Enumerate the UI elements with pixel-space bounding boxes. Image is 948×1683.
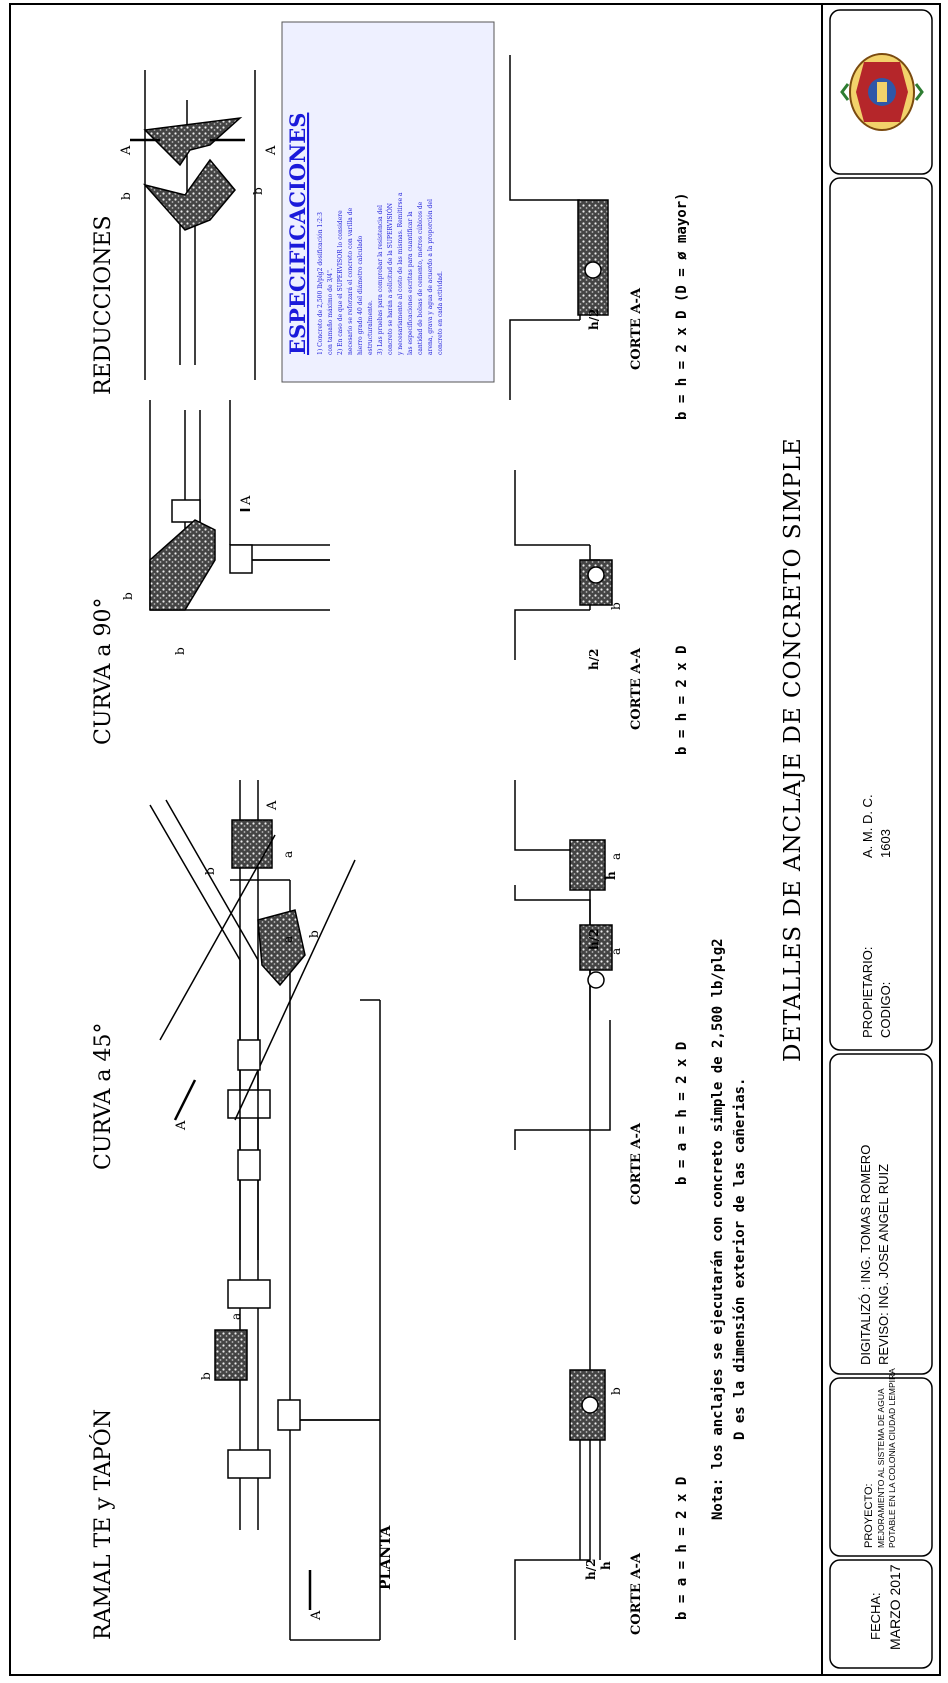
plan-ramal-dim-a-2: a xyxy=(281,851,295,858)
spec-line-2: con tamaño máximo de 3/4". xyxy=(327,268,334,355)
heading-ramal: RAMAL TE y TAPÓN xyxy=(89,1409,116,1640)
tb-box-propietario xyxy=(829,177,933,1051)
plan-c90-section-mark: A xyxy=(239,495,254,506)
plan-c45-dim-b: b xyxy=(307,930,321,938)
plan-red-anchor-left xyxy=(142,158,236,231)
spec-line-9: y necesariamente al costo de las mismas.… xyxy=(397,192,404,356)
spec-line-8: concreto se harán a solicitud de la SUPE… xyxy=(386,203,394,355)
digitalizo-text: DIGITALIZÓ : ING. TOMAS ROMERO xyxy=(858,1145,873,1365)
spec-line-3: 2) En caso de que el SUPERVISOR lo consi… xyxy=(337,210,344,355)
codigo-value: 1603 xyxy=(878,829,893,858)
section-ramal-dim-h: h xyxy=(599,1561,613,1570)
corte-label-reducciones: CORTE A-A xyxy=(629,287,644,370)
tb-box-digitalizo xyxy=(829,1053,933,1375)
fecha-value: MARZO 2017 xyxy=(887,1564,903,1650)
plan-ramal-anchor-te xyxy=(214,1329,248,1381)
note-line2: D es la dimensión exterior de las cañeri… xyxy=(732,1078,748,1440)
section-ramal-dim-h2: h/2 xyxy=(584,1559,598,1580)
spec-line-1: 1) Concreto de 2,500 lb/plg2 dosificació… xyxy=(317,212,324,355)
fecha-label: FECHA: xyxy=(868,1592,883,1640)
specifications-title: ESPECIFICACIONES xyxy=(285,113,310,355)
plan-c90-dim-b: b xyxy=(121,592,135,600)
section-c45-dim-h: h xyxy=(604,871,618,880)
note-line1: Nota: los anclajes se ejecutarán con con… xyxy=(710,938,726,1520)
corte-label-curva90: CORTE A-A xyxy=(629,647,644,730)
section-c90-dim-b: b xyxy=(609,602,623,610)
plan-curva-90 xyxy=(149,400,330,611)
reviso-text: REVISO: ING. JOSE ANGEL RUIZ xyxy=(876,1164,891,1365)
propietario-value: A. M. D. C. xyxy=(860,794,875,858)
title-block xyxy=(829,9,933,1669)
plan-ramal-dim-b: b xyxy=(199,1372,213,1380)
tb-box-proyecto xyxy=(829,1377,933,1557)
corte-label-curva45: CORTE A-A xyxy=(629,1122,644,1205)
section-red-dim-h2: h/2 xyxy=(587,309,601,330)
plan-red-dim-b: b xyxy=(119,192,133,200)
main-title: DETALLES DE ANCLAJE DE CONCRETO SIMPLE xyxy=(780,437,806,1062)
tb-box-fecha xyxy=(829,1559,933,1669)
proyecto-label: PROYECTO: xyxy=(863,1483,875,1548)
plan-reducciones xyxy=(130,70,256,380)
heading-curva90: CURVA a 90° xyxy=(91,597,116,745)
heading-planta: PLANTA xyxy=(378,1524,394,1590)
section-ramal xyxy=(514,780,606,1640)
plan-c90-anchor xyxy=(149,519,216,611)
section-red-anchor xyxy=(577,199,609,316)
spec-line-5: hierro grado 40 del diámetro calculado xyxy=(357,235,364,355)
outer-frame xyxy=(9,3,941,1676)
spec-line-10: las especificaciones escritas para cuant… xyxy=(407,211,414,355)
corte-label-ramal: CORTE A-A xyxy=(629,1552,644,1635)
plan-c45-section-mark: A xyxy=(174,1120,189,1131)
plan-c90-dim-b-2: b xyxy=(173,647,187,655)
plan-ramal-section-mark: A xyxy=(309,1610,324,1621)
plan-curva-45 xyxy=(149,799,356,1260)
plan-red-section-mark: A xyxy=(119,145,134,156)
formula-curva45: b = a = h = 2 x D xyxy=(674,1042,690,1185)
proyecto-line2: POTABLE EN LA COLONIA CIUDAD LEMPIRA xyxy=(887,1368,897,1548)
section-curva-45 xyxy=(514,885,613,1150)
formula-curva90: b = h = 2 x D xyxy=(674,645,690,755)
formula-ramal: b = a = h = 2 x D xyxy=(674,1477,690,1620)
section-reducciones xyxy=(509,55,609,400)
spec-line-11: cantidad de bolsas de cemento, metros cú… xyxy=(417,201,424,355)
codigo-label: CODIGO: xyxy=(878,982,893,1038)
plan-red-dim-b-2: b xyxy=(251,187,265,195)
plan-ramal-dim-a: a xyxy=(229,1313,243,1320)
plan-c45-dim-a: a xyxy=(281,936,295,943)
heading-curva45: CURVA a 45° xyxy=(91,1022,116,1170)
section-c45-anchor xyxy=(579,924,613,971)
section-ramal-dim-b: b xyxy=(609,1387,623,1395)
section-c90-dim-h2: h/2 xyxy=(587,649,601,670)
propietario-label: PROPIETARIO: xyxy=(860,947,875,1039)
formula-reducciones: b = h = 2 x D (D = ø mayor) xyxy=(674,192,690,420)
tb-box-logo xyxy=(829,9,933,175)
spec-line-13: concreto en cada actividad. xyxy=(437,271,444,355)
spec-line-6: estructuralmente. xyxy=(367,300,374,355)
proyecto-line1: MEJORAMIENTO AL SISTEMA DE AGUA xyxy=(876,1388,886,1548)
spec-line-12: arena, grava y agua de acuerdo a la prop… xyxy=(427,199,434,355)
plan-red-section-mark-2: A xyxy=(264,145,279,156)
plan-ramal-section-mark-2: A xyxy=(265,800,280,811)
section-ramal-dim-a: a xyxy=(609,853,623,860)
municipal-seal-logo xyxy=(840,53,924,131)
spec-line-7: 3) Las pruebas para comprobar la resiste… xyxy=(377,205,384,355)
section-curva-90 xyxy=(514,470,613,660)
plan-ramal-te-tapon xyxy=(214,780,381,1641)
section-c45-dim-a: a xyxy=(609,948,623,955)
section-c45-dim-h2: h/2 xyxy=(587,929,601,950)
specifications-box xyxy=(281,21,495,383)
plan-c45-anchor xyxy=(257,909,306,987)
plan-ramal-dim-b-2: b xyxy=(203,867,217,875)
spec-line-4: necesario se reforzará el concreto con v… xyxy=(347,207,354,355)
section-ramal-anchor-2 xyxy=(569,839,606,891)
plan-red-anchor-right xyxy=(143,116,243,167)
plan-ramal-anchor-tapon xyxy=(231,819,273,869)
heading-reducciones: REDUCCIONES xyxy=(91,215,116,395)
